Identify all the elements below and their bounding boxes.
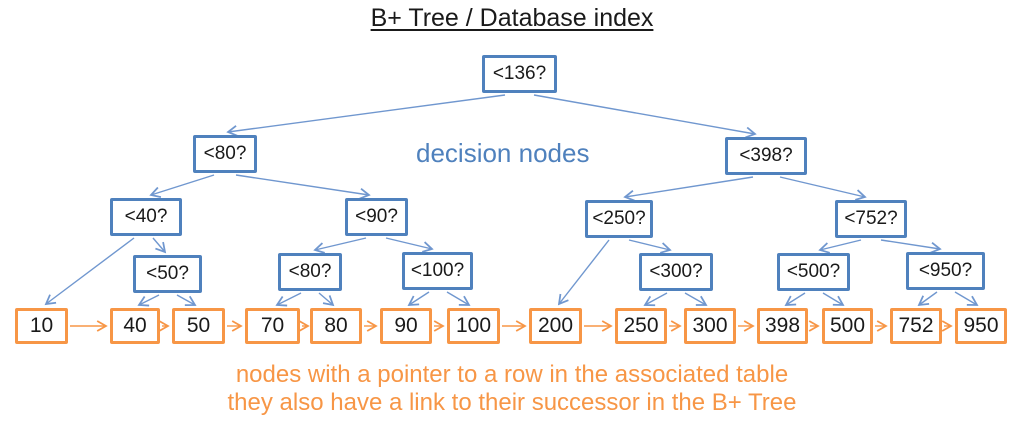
- leaf-node-200: 200: [529, 308, 582, 344]
- decision-edges: [44, 94, 979, 307]
- leaf-node-500: 500: [822, 308, 873, 344]
- leaf-node-50: 50: [172, 308, 225, 344]
- leaf-node-300: 300: [684, 308, 736, 344]
- leaf-node-100: 100: [447, 308, 500, 344]
- leaf-node-70: 70: [245, 308, 300, 344]
- leaf-node-752: 752: [890, 308, 942, 344]
- decision-node-752: <752?: [835, 200, 907, 238]
- decision-node-40: <40?: [110, 198, 182, 236]
- decision-node-50: <50?: [133, 255, 202, 293]
- decision-node-90: <90?: [345, 198, 408, 236]
- leaf-caption: nodes with a pointer to a row in the ass…: [0, 361, 1024, 417]
- decision-nodes-label: decision nodes: [416, 138, 590, 168]
- leaf-node-90: 90: [380, 308, 432, 344]
- leaf-node-40: 40: [110, 308, 160, 344]
- leaf-caption-line1: nodes with a pointer to a row in the ass…: [235, 361, 789, 388]
- decision-node-398: <398?: [725, 137, 807, 175]
- leaf-node-398: 398: [757, 308, 808, 344]
- leaf-node-80: 80: [310, 308, 362, 344]
- diagram-title: B+ Tree / Database index: [370, 4, 654, 32]
- decision-node-500: <500?: [777, 253, 850, 291]
- leaf-node-10: 10: [15, 308, 68, 344]
- leaf-node-950: 950: [955, 308, 1007, 344]
- decision-node-950: <950?: [906, 252, 985, 290]
- decision-node-300: <300?: [639, 253, 713, 291]
- decision-node-80-l4: <80?: [278, 253, 342, 291]
- decision-node-250: <250?: [585, 200, 653, 238]
- leaf-caption-line2: they also have a link to their successor…: [227, 389, 797, 416]
- decision-node-100: <100?: [402, 252, 473, 290]
- leaf-node-250: 250: [615, 308, 667, 344]
- decision-node-136: <136?: [482, 55, 557, 93]
- decision-node-80-l2: <80?: [193, 135, 257, 173]
